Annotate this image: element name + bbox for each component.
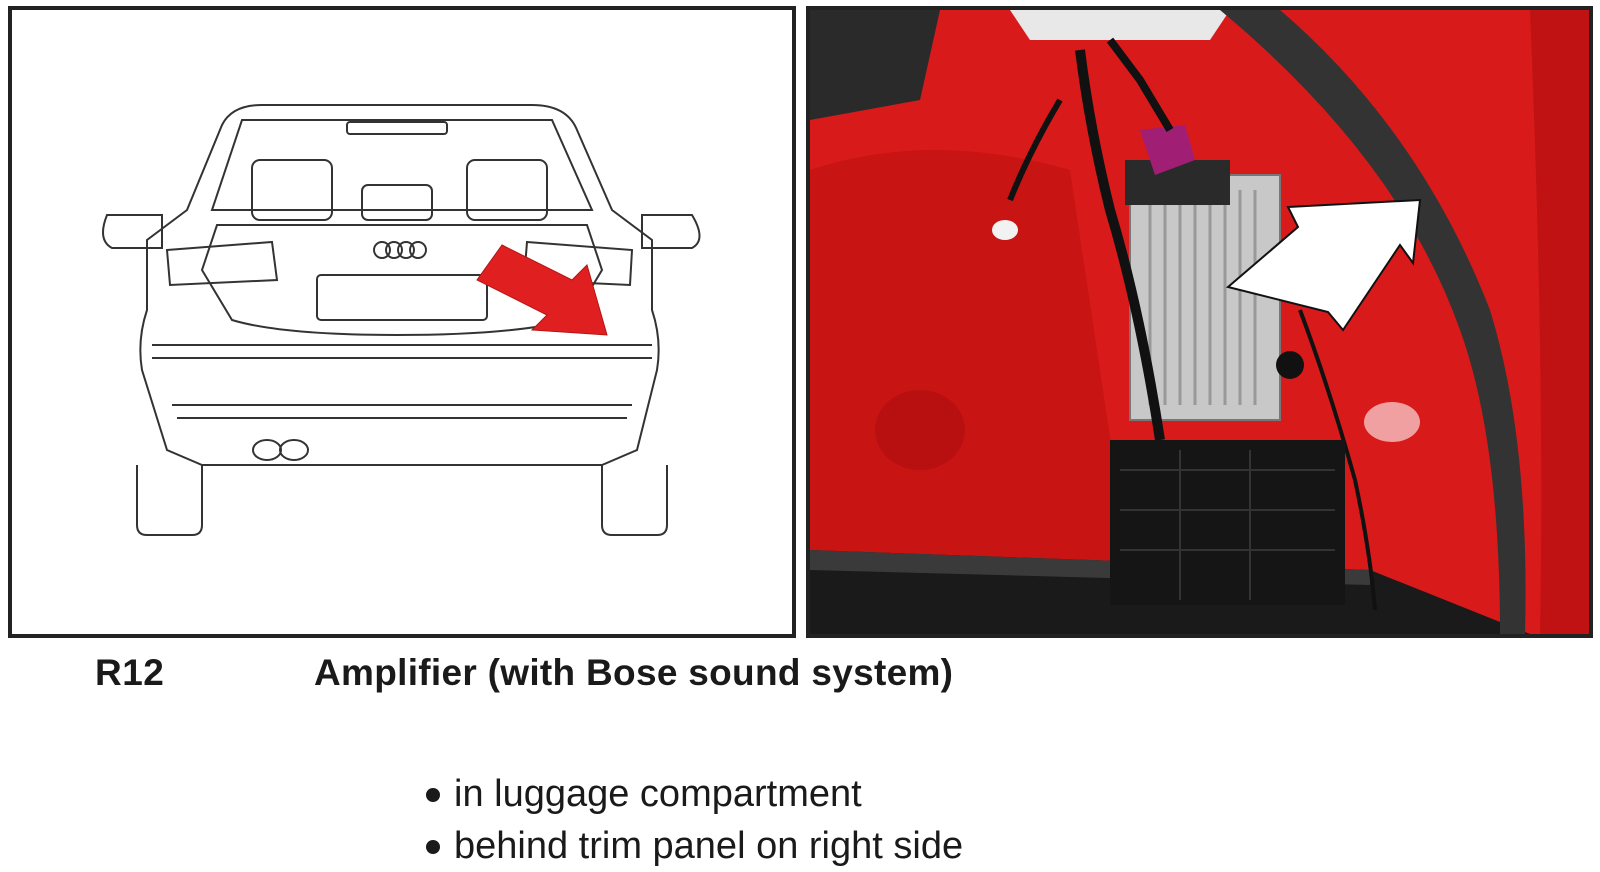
control-unit [1110, 440, 1345, 605]
location-notes-list: in luggage compartment behind trim panel… [424, 768, 963, 872]
luggage-compartment-photo [806, 6, 1593, 638]
location-arrow [476, 244, 608, 336]
white-pointer-arrow [1225, 198, 1422, 332]
car-rear-drawing [8, 6, 796, 638]
amplifier-photo-illustration [810, 10, 1589, 634]
location-note: behind trim panel on right side [424, 820, 963, 872]
location-note: in luggage compartment [424, 768, 963, 820]
component-name: Amplifier (with Bose sound system) [314, 652, 954, 693]
component-code: R12 [95, 652, 165, 693]
car-rear-outline [102, 104, 701, 536]
